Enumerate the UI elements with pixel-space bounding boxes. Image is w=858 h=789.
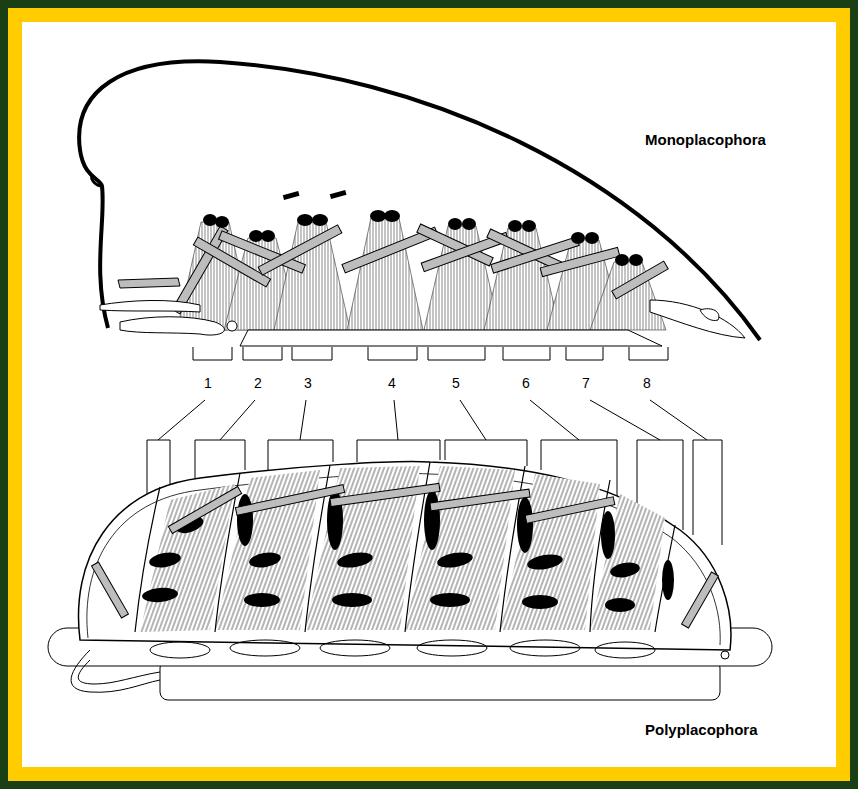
head-structures [100,278,237,335]
muscle-fans [177,218,666,330]
muscle-attachments [203,190,643,266]
callout-number: 7 [582,375,590,391]
upper-brackets [193,347,668,360]
group-label: Polyplacophora [645,721,758,738]
chiton-oblique-muscles [92,483,719,628]
plate-boundaries [135,462,675,632]
callout-number: 6 [522,375,530,391]
chiton-nerve-loops [71,640,729,692]
callout-number: 4 [388,375,396,391]
foot [240,330,662,346]
white-panel [22,22,836,767]
leader-lines [158,400,707,440]
chiton-body [48,462,772,700]
callout-number: 8 [643,375,651,391]
chiton-muscle-blocks [141,490,674,612]
shell-outline [79,61,760,340]
shell-hook [92,174,102,186]
callout-number: 1 [204,375,212,391]
yellow-frame [8,8,850,781]
callout-number: 3 [304,375,312,391]
group-label: Monoplacophora [645,131,766,148]
callout-number: 2 [254,375,262,391]
rear-structures [650,300,745,338]
oblique-muscles [172,224,668,314]
chiton-muscle-fibres [140,466,665,632]
callout-number: 5 [452,375,460,391]
